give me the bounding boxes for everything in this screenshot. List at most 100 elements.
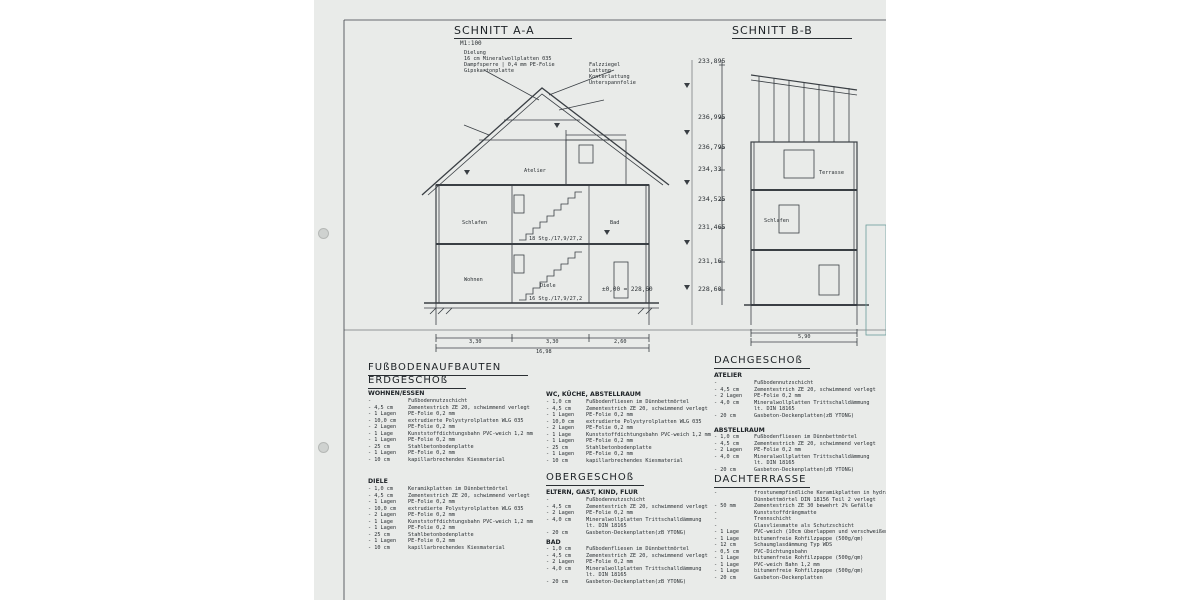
layer-thickness: - 1 Lage: [714, 561, 739, 568]
dimension-label: 3,30: [546, 339, 559, 345]
dimension-label: 5,90: [798, 334, 811, 340]
layer-thickness: - 4,5 cm: [714, 386, 739, 393]
dimension-label: 16,98: [536, 349, 552, 355]
layer-material: Zementestrich ZE 20, schwimmend verlegt: [754, 386, 876, 393]
layer-material: Dünnbettmörtel DIN 18156 Teil 2 verlegt: [754, 496, 876, 503]
layer-material: frostunempfindliche Keramikplatten in hy…: [754, 490, 886, 496]
layer-thickness: - 1 Lagen: [368, 538, 397, 544]
layer-material: Keramikplatten im Dünnbettmörtel: [408, 486, 508, 492]
roof-annotation: 16 cm Mineralwollplatten 035: [464, 56, 552, 62]
elevation-label: 231,465: [698, 223, 726, 231]
layer-thickness: - 1 Lagen: [368, 437, 397, 443]
layer-material: Zementestrich ZE 20, schwimmend verlegt: [408, 404, 530, 411]
heading-underline: [368, 388, 466, 389]
layer-thickness: - 20 cm: [546, 529, 568, 536]
elevation-label: 236,795: [698, 143, 726, 151]
room-label: Atelier: [524, 168, 546, 174]
buildup-row: -Fußbodennutzschicht: [368, 398, 533, 405]
title-underline: [454, 38, 572, 39]
roof-annotation: Konterlattung: [589, 74, 630, 80]
layer-thickness: - 2 Lagen: [546, 425, 575, 431]
layer-material: PE-Folie 0,2 mm: [408, 450, 455, 456]
buildup-row: Dünnbettmörtel DIN 18156 Teil 2 verlegt: [714, 497, 886, 504]
buildup-row: -frostunempfindliche Keramikplatten in h…: [714, 490, 886, 497]
layer-thickness: - 1 Lagen: [546, 438, 575, 444]
og-heading: OBERGESCHOß: [546, 472, 635, 483]
layer-thickness: - 1 Lage: [368, 430, 393, 437]
roof-annotation: Gipskartonplatte: [464, 68, 514, 74]
layer-thickness: - 1 Lagen: [368, 499, 397, 505]
buildup-row: - 2 Lagen PE-Folie 0,2 mm: [546, 510, 708, 517]
layer-thickness: - 4,0 cm: [714, 453, 739, 460]
section-title: WOHNEN/ESSEN: [368, 390, 425, 397]
layer-material: Kunststoffdichtungsbahn PVC-weich 1,2 mm: [408, 518, 533, 525]
layer-thickness: - 1 Lagen: [368, 525, 397, 531]
layer-thickness: -: [714, 522, 718, 529]
layer-material: Fußbodenfliesen im Dünnbettmörtel: [754, 434, 858, 440]
heading-underline: [714, 368, 810, 369]
layer-material: PVC-weich (10cm überlappen und verschwei…: [754, 529, 886, 535]
layer-thickness: - 2 Lagen: [546, 510, 575, 516]
dimension-label: 3,30: [469, 339, 482, 345]
layer-thickness: - 4,5 cm: [714, 440, 739, 447]
layer-material: Gasbeton-Deckenplatten: [754, 574, 823, 581]
buildup-row: lt. DIN 18165: [714, 406, 876, 413]
heading-underline: [714, 487, 810, 488]
layer-thickness: - 12 cm: [714, 542, 736, 548]
buildup-row: - 1,0 cm Fußbodenfliesen im Dünnbettmörte…: [714, 434, 876, 441]
layer-thickness: - 1 Lage: [546, 431, 571, 438]
layer-thickness: - 2 Lagen: [368, 512, 397, 518]
layer-thickness: - 1,0 cm: [546, 399, 571, 405]
layer-thickness: - 4,5 cm: [546, 405, 571, 412]
layer-material: Fußbodenfliesen im Dünnbettmörtel: [586, 546, 690, 552]
layer-material: PE-Folie 0,2 mm: [408, 411, 455, 417]
section-a-drawing: [421, 69, 670, 352]
layer-material: Zementestrich ZE 20, schwimmend verlegt: [586, 405, 708, 412]
layer-material: bitumenfreie Rohfilzpappe (500g/qm): [754, 568, 864, 574]
layer-thickness: - 1,0 cm: [714, 434, 739, 440]
room-label: Schlafen: [764, 218, 789, 224]
buildup-row: lt. DIN 18165: [546, 523, 708, 530]
layer-material: Fußbodenfliesen im Dünnbettmörtel: [586, 399, 690, 405]
section-title: DIELE: [368, 478, 388, 485]
layer-thickness: - 1 Lagen: [546, 412, 575, 418]
layer-material: Gasbeton-Deckenplatten(zB YTONG): [754, 466, 854, 473]
layer-thickness: - 4,0 cm: [546, 516, 571, 523]
layer-material: extrudierte Polystyrolplatten WLG 035: [408, 417, 524, 424]
layer-material: PE-Folie 0,2 mm: [408, 437, 455, 443]
layer-material: Trennschicht: [754, 516, 792, 522]
stair-label: 18 Stg./17,9/27,2: [529, 236, 583, 242]
layer-thickness: - 50 mm: [714, 503, 736, 509]
section-title: WC, KÜCHE, ABSTELLRAUM: [546, 391, 641, 398]
layer-material: PE-Folie 0,2 mm: [586, 559, 633, 565]
layer-thickness: - 1,0 cm: [368, 486, 393, 492]
layer-material: Gasbeton-Deckenplatten(zB YTONG): [754, 412, 854, 419]
room-label: Bad: [610, 220, 620, 226]
heading-underline: [368, 375, 528, 376]
buildup-row: -Trennschicht: [714, 516, 886, 523]
layer-material: kapillarbrechendes Kiesmaterial: [586, 457, 683, 464]
buildup-row: lt. DIN 18165: [714, 460, 876, 467]
layer-thickness: - 1 Lage: [714, 555, 739, 561]
layer-material: Zementestrich ZE 20, schwimmend verlegt: [586, 552, 708, 559]
layer-material: PE-Folie 0,2 mm: [586, 510, 633, 516]
